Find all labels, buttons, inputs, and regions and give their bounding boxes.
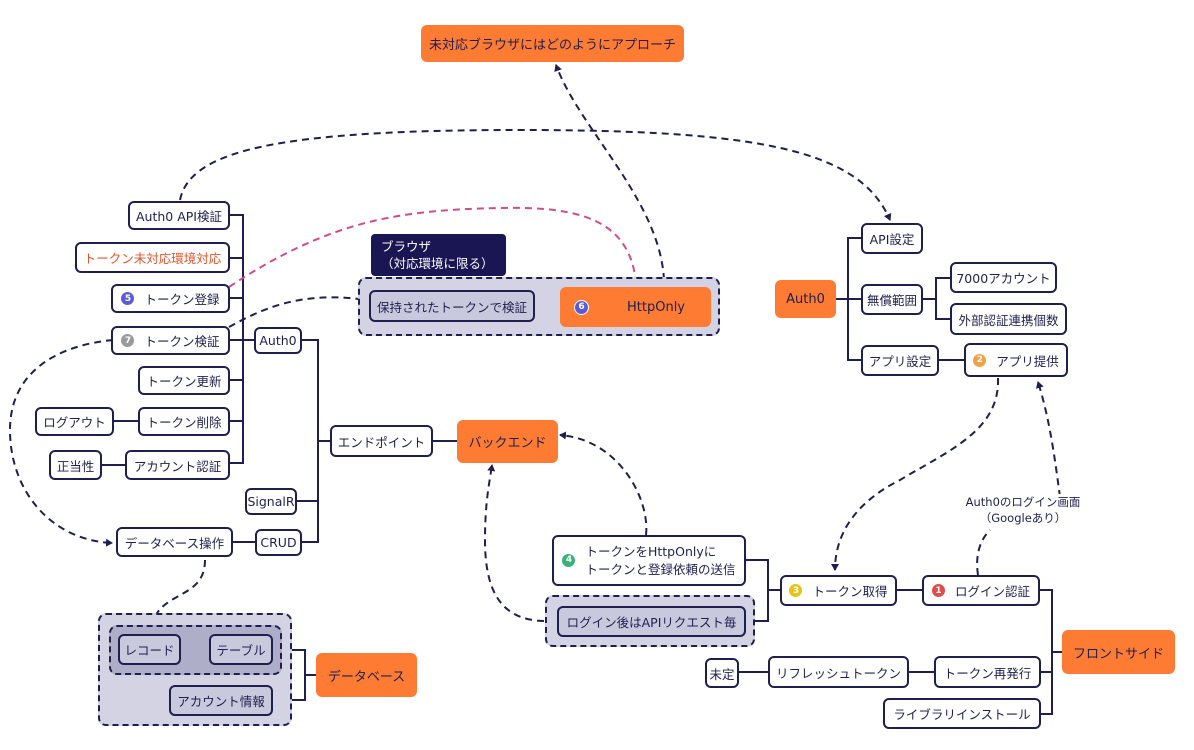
backend-node[interactable]: バックエンド <box>457 420 558 463</box>
badge-1-icon: 1 <box>931 584 945 597</box>
token-get-label: トークン取得 <box>812 584 888 599</box>
badge-2-icon: 2 <box>973 353 987 367</box>
front-side-node[interactable]: フロントサイド <box>1062 630 1175 674</box>
account-auth-node[interactable]: アカウント認証 <box>125 450 230 480</box>
external-auth-count-node[interactable]: 外部認証連携個数 <box>950 303 1067 335</box>
table-node[interactable]: テーブル <box>209 634 273 665</box>
api-settings-node[interactable]: API設定 <box>861 223 923 254</box>
token-send-line2: トークンと登録依頼の送信 <box>585 561 736 577</box>
token-register-node[interactable]: 5 トークン登録 <box>111 284 230 313</box>
accounts-7000-node[interactable]: 7000アカウント <box>950 262 1057 293</box>
crud-node[interactable]: CRUD <box>255 529 302 556</box>
app-settings-node[interactable]: アプリ設定 <box>861 345 939 376</box>
token-reissue-node[interactable]: トークン再発行 <box>934 656 1041 688</box>
login-auth-node[interactable]: 1 ログイン認証 <box>922 575 1040 606</box>
token-unsupported-env-node[interactable]: トークン未対応環境対応 <box>75 242 230 273</box>
endpoint-node[interactable]: エンドポイント <box>330 425 433 457</box>
badge-4-icon: 4 <box>562 554 576 567</box>
browser-label-line2: （対応環境に限る） <box>381 256 494 271</box>
db-operation-node[interactable]: データベース操作 <box>116 527 233 557</box>
pink-dashed-connector <box>228 206 640 288</box>
token-register-label: トークン登録 <box>144 292 220 307</box>
library-install-node[interactable]: ライブラリインストール <box>883 698 1041 729</box>
badge-7-icon: 7 <box>121 334 135 347</box>
token-send-text: トークンをHttpOnlyに トークンと登録依頼の送信 <box>585 543 735 579</box>
app-provide-node[interactable]: 2 アプリ提供 <box>964 343 1068 377</box>
auth0-api-verify-node[interactable]: Auth0 API検証 <box>128 201 230 230</box>
legitimacy-node[interactable]: 正当性 <box>49 450 102 480</box>
token-update-node[interactable]: トークン更新 <box>138 366 230 395</box>
badge-5-icon: 5 <box>121 292 135 305</box>
auth0-backend-node[interactable]: Auth0 <box>254 327 302 354</box>
app-provide-label: アプリ提供 <box>996 353 1059 369</box>
token-get-node[interactable]: 3 トークン取得 <box>780 575 897 606</box>
logout-node[interactable]: ログアウト <box>35 407 114 436</box>
undecided-node[interactable]: 未定 <box>705 658 739 688</box>
login-note-line2: （Googleあり） <box>979 511 1067 525</box>
browser-label-line1: ブラウザ <box>381 239 432 254</box>
account-info-node[interactable]: アカウント情報 <box>169 685 273 716</box>
token-verify-label: トークン検証 <box>144 334 220 349</box>
token-delete-node[interactable]: トークン削除 <box>138 407 230 436</box>
free-tier-node[interactable]: 無償範囲 <box>861 284 923 315</box>
dashed-connectors <box>8 64 1061 626</box>
login-auth-label: ログイン認証 <box>954 584 1030 599</box>
api-request-after-login-node[interactable]: ログイン後はAPIリクエスト毎 <box>557 606 746 637</box>
auth0-root-node[interactable]: Auth0 <box>775 280 836 318</box>
httponly-label: HttpOnly <box>627 299 685 315</box>
token-send-node[interactable]: 4 トークンをHttpOnlyに トークンと登録依頼の送信 <box>552 535 746 586</box>
refresh-token-node[interactable]: リフレッシュトークン <box>768 656 909 688</box>
login-screen-note: Auth0のログイン画面 （Googleあり） <box>958 494 1088 528</box>
question-node[interactable]: 未対応ブラウザにはどのようにアプローチ <box>421 25 684 62</box>
login-note-line1: Auth0のログイン画面 <box>965 495 1081 509</box>
token-verify-node[interactable]: 7 トークン検証 <box>111 326 230 355</box>
record-node[interactable]: レコード <box>118 634 181 665</box>
browser-group-label: ブラウザ （対応環境に限る） <box>371 234 506 276</box>
database-node[interactable]: データベース <box>316 653 417 697</box>
httponly-node[interactable]: 6 HttpOnly <box>560 287 711 327</box>
token-send-line1: トークンをHttpOnlyに <box>585 543 717 559</box>
badge-3-icon: 3 <box>789 584 803 597</box>
signalr-node[interactable]: SignalR <box>245 488 297 515</box>
badge-6-icon: 6 <box>574 299 589 315</box>
held-token-verify-node[interactable]: 保持されたトークンで検証 <box>369 290 535 322</box>
